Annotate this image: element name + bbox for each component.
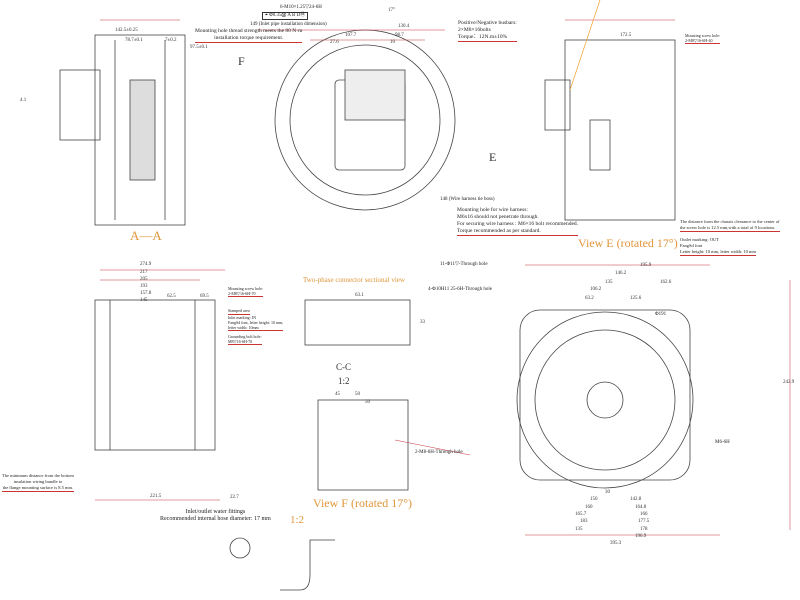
dimension-label: 205: [140, 277, 148, 282]
dimension-label: 178: [640, 527, 648, 532]
clearance-note: The distance from the chassis clearance …: [680, 219, 780, 232]
diameter-callout: Φ191: [655, 312, 667, 317]
thread-strength-note: Mounting hole thread strength meets the …: [195, 28, 303, 43]
view-f-label: View F (rotated 17°): [313, 496, 413, 510]
side-view-housing: [94, 299, 216, 451]
dimension-label: 62.5: [167, 294, 176, 299]
section-cc-scale: 1:2: [338, 376, 350, 386]
mounting-screw-left-note: Mounting screw hole:2-M8▽16-6H-70: [228, 286, 264, 297]
dimension-label: 50: [355, 392, 360, 397]
thread-callout: 6-M10×1.25▽24-6H: [280, 5, 322, 10]
section-cc-label: C-C: [336, 362, 352, 372]
dimension-label: 27.6: [330, 40, 339, 45]
mounting-screw-right-note: Mounting screw hole:2-M8▽16-6H-40: [685, 33, 721, 44]
dimension-label: 98.7: [395, 33, 404, 38]
view-e-arrow-label: E: [489, 150, 497, 164]
front-view-housing: [516, 311, 694, 489]
tie-boss-dimension: 148 (Wire harness tie boss): [440, 197, 495, 202]
dimension-label: 45: [335, 392, 340, 397]
dimension-label: 177.5: [638, 519, 650, 524]
dimension-label: 165.7: [575, 512, 587, 517]
view-e-label: View E (rotated 17°): [578, 236, 678, 250]
dimension-label: 106.2: [590, 287, 602, 292]
dimension-label: 160: [585, 505, 593, 510]
dimension-label: 150: [590, 497, 598, 502]
inlet-pipe-dimension: 149 (Inlet pipe installation dimension): [250, 22, 327, 27]
dimension-label: 242.9: [783, 380, 795, 385]
dimension-label: 142.5±0.25: [115, 28, 138, 33]
dimension-label: 157.8: [140, 291, 152, 296]
dimension-label: 135: [575, 527, 583, 532]
through-hole-4-callout: 4-Φ10H11 25-6H-Through hole: [428, 287, 493, 292]
view-e-housing: [564, 39, 676, 221]
dimension-label: 274.9: [140, 262, 152, 267]
dimension-label: 221.5: [150, 494, 162, 499]
dimension-label: 183: [580, 519, 588, 524]
m6-callout: M6-6H: [715, 440, 730, 445]
dimension-label: 33: [420, 320, 425, 325]
fitting-scale: 1:2: [290, 514, 305, 526]
connector-section: [304, 299, 411, 346]
dimension-label: 17°: [388, 8, 395, 13]
section-aa-label: A—A: [130, 228, 162, 243]
dimension-label: 69.5: [200, 294, 209, 299]
dimension-label: 107.7: [345, 33, 357, 38]
dimension-label: 78.7±0.1: [125, 38, 143, 43]
section-aa-housing: [94, 34, 186, 226]
dimension-label: 130.4: [398, 24, 410, 29]
dimension-label: 22.7: [230, 495, 239, 500]
grounding-note: Grounding bolt hole:M8▽16-6H-70: [228, 334, 262, 345]
dimension-label: 4.1: [20, 98, 27, 103]
two-phase-label: Two-phase connector sectional view: [303, 276, 405, 284]
dimension-label: 395.3: [610, 541, 622, 546]
dimension-label: 166: [640, 512, 648, 517]
dimension-label: 7±0.2: [165, 38, 177, 43]
dimension-label: 30: [605, 490, 610, 495]
dimension-label: 196.9: [635, 534, 647, 539]
dimension-label: 164.8: [635, 505, 647, 510]
dimension-label: 125.6: [630, 296, 642, 301]
dimension-label: 63.2: [585, 296, 594, 301]
dimension-label: 50: [365, 400, 370, 405]
dimension-label: 10: [390, 40, 395, 45]
dimension-label: 145: [140, 298, 148, 303]
through-hole-2-callout: 2-M8-6H-Through hole: [415, 450, 463, 455]
view-f-housing: [317, 399, 409, 491]
dimension-label: 162.6: [660, 280, 672, 285]
fitting-end-view: [229, 537, 251, 559]
dimension-label: 135: [605, 280, 613, 285]
dimension-label: 97.5±0.1: [190, 45, 208, 50]
dimension-label: 217: [140, 270, 148, 275]
dimension-label: 63.1: [355, 293, 364, 298]
through-hole-11-callout: 11-Φ11▽-Through hole: [440, 262, 488, 267]
wire-harness-note: Mounting hole for wire harness:M6x16 sho…: [457, 207, 579, 236]
dimension-label: 172.5: [620, 33, 632, 38]
stamped-note: Stamped area: [228, 308, 250, 315]
dimension-label: 142.8: [630, 497, 642, 502]
dimension-label: 193: [140, 284, 148, 289]
view-f-arrow-label: F: [238, 54, 245, 68]
fitting-side-view: [280, 539, 335, 591]
dimension-label: 195.9: [640, 263, 652, 268]
position-tolerance-frame: ⌖ Φ0.35Ⓜ A B DⓂ: [262, 12, 309, 20]
dimension-label: 146.2: [615, 271, 627, 276]
